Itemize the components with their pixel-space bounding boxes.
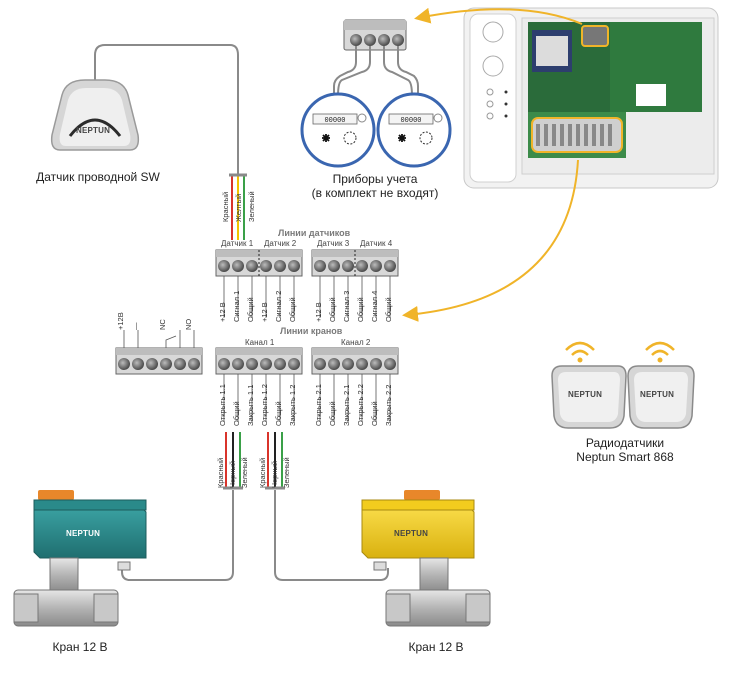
controller-module — [463, 7, 719, 189]
sensor-group-4: Датчик 4 — [360, 239, 393, 248]
radio-sensors-label-line2: Neptun Smart 868 — [576, 450, 674, 464]
sensor-terminal-label: Сигнал 3 — [342, 290, 351, 322]
neptun-logo-radio-right: NEPTUN — [640, 390, 675, 399]
water-meter-left: 00000 — [300, 92, 376, 168]
arrow-to-terminals — [402, 159, 579, 322]
valve-terminal-label: Открыть 2.1 — [314, 384, 323, 426]
power-terminal-label: — — [131, 322, 140, 331]
valve-terminal-label: Закрыть 2.2 — [384, 384, 393, 426]
neptun-logo-wired-sensor: NEPTUN — [76, 126, 111, 135]
valve-group-1: Канал 1 — [245, 338, 275, 347]
valve-lines-title: Линии кранов — [280, 326, 343, 336]
sensor-terminal-label: Общий — [288, 297, 297, 322]
sensor-group-2: Датчик 2 — [264, 239, 297, 248]
sensor-terminal-label: +12 В — [260, 302, 269, 322]
sensor-terminal-block-2 — [311, 249, 399, 277]
wired-sensor-label: Датчик проводной SW — [36, 170, 160, 184]
sensor-terminal-label: Общий — [384, 297, 393, 322]
valve-terminal-ticks — [223, 374, 391, 422]
valve-wire-label: Зеленый — [282, 457, 291, 488]
sensor-terminal-label: +12 В — [314, 302, 323, 322]
sensor-terminal-label: Сигнал 1 — [232, 290, 241, 322]
valve-right — [361, 490, 491, 627]
wired-sensor — [50, 44, 239, 175]
radio-sensor-right — [627, 341, 695, 429]
sensor-terminal-label: Сигнал 2 — [274, 290, 283, 322]
valve-terminal-label: Общий — [370, 401, 379, 426]
neptun-logo-radio-left: NEPTUN — [568, 390, 603, 399]
valve-terminal-label: Закрыть 1.2 — [288, 384, 297, 426]
valve-right-label: Кран 12 В — [408, 640, 464, 654]
valve-terminal-label: Закрыть 2.1 — [342, 384, 351, 426]
sensor-wires — [229, 173, 247, 240]
valve-group-2: Канал 2 — [341, 338, 371, 347]
radio-sensors-label-line1: Радиодатчики — [585, 436, 665, 450]
valve-terminal-label: Общий — [232, 401, 241, 426]
valve-terminal-label: Общий — [328, 401, 337, 426]
sensor-cable — [94, 44, 239, 175]
valve-left — [13, 490, 147, 627]
radio-sensor-left — [551, 341, 627, 429]
valve-wire-label: Черный — [270, 460, 279, 488]
sensor-terminal-label: Общий — [328, 297, 337, 322]
valve-wire-label: Красный — [258, 457, 267, 488]
wire-label-yellow: Желтый — [234, 193, 243, 222]
wire-label-green: Зеленый — [247, 191, 256, 222]
sensor-terminal-label: Общий — [246, 297, 255, 322]
power-terminal-label: NO — [184, 318, 193, 330]
meters-label-line2: (в комплект не входят) — [311, 186, 439, 200]
sensor-terminal-label: Общий — [356, 297, 365, 322]
neptun-logo-valve-right: NEPTUN — [394, 529, 429, 538]
sensor-terminal-label: Сигнал 4 — [370, 290, 379, 322]
sensor-group-1: Датчик 1 — [221, 239, 254, 248]
meter-digits: 00000 — [324, 117, 345, 125]
valve-left-label: Кран 12 В — [52, 640, 108, 654]
valve-terminal-block-1 — [215, 347, 303, 375]
valve-wire-label: Черный — [228, 460, 237, 488]
valve-wires — [223, 432, 285, 490]
power-terminal-label: +12В — [116, 312, 125, 330]
meters-label-line1: Приборы учета — [332, 172, 418, 186]
meter-connector — [343, 19, 407, 51]
valve-terminal-label: Открыть 2.2 — [356, 384, 365, 426]
valve-terminal-block-2 — [311, 347, 399, 375]
sensor-terminal-label: +12 В — [218, 302, 227, 322]
water-meter-right: 00000 — [376, 92, 452, 168]
neptun-logo-valve-left: NEPTUN — [66, 529, 101, 538]
power-terminal-label: NC — [158, 319, 167, 330]
valve-terminal-label: Закрыть 1.1 — [246, 384, 255, 426]
cable-valve-right — [274, 490, 389, 581]
valve-wire-label: Зеленый — [240, 457, 249, 488]
sensor-terminal-ticks — [223, 276, 391, 318]
arrow-to-meter-connector — [414, 7, 583, 25]
valve-terminal-label: Общий — [274, 401, 283, 426]
wire-label-red: Красный — [221, 191, 230, 222]
sensor-terminal-block-1 — [215, 249, 303, 277]
sensor-group-3: Датчик 3 — [317, 239, 350, 248]
cable-valve-left — [121, 490, 234, 581]
sensor-lines-title: Линии датчиков — [278, 228, 351, 238]
power-terminal-block — [115, 330, 203, 375]
valve-wire-label: Красный — [216, 457, 225, 488]
valve-terminal-label: Открыть 1.1 — [218, 384, 227, 426]
valve-terminal-label: Открыть 1.2 — [260, 384, 269, 426]
meter-digits: 00000 — [400, 117, 421, 125]
